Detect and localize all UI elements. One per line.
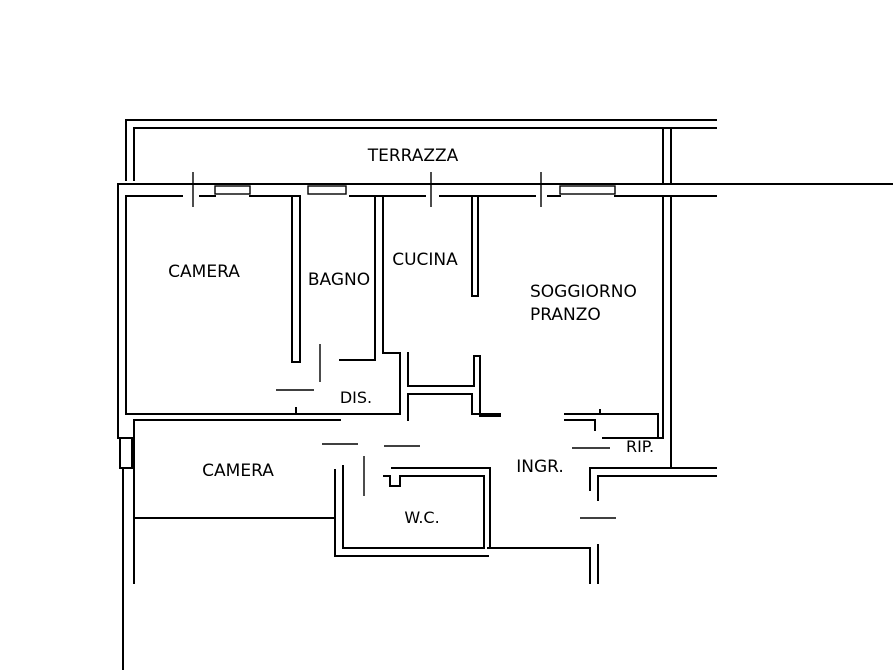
label-dis: DIS.	[340, 388, 372, 407]
window-bagno	[307, 185, 347, 195]
label-soggiorno: SOGGIORNO	[530, 282, 637, 302]
windows	[192, 172, 616, 207]
label-pranzo: PRANZO	[530, 305, 601, 325]
label-rip: RIP.	[626, 437, 654, 456]
window-camera	[214, 185, 251, 195]
label-camera-2: CAMERA	[202, 461, 274, 481]
exterior-walls	[117, 183, 893, 670]
door-marks	[276, 344, 616, 519]
label-wc: W.C.	[404, 508, 439, 527]
label-cucina: CUCINA	[392, 250, 458, 270]
window-soggiorno	[559, 185, 616, 195]
label-bagno: BAGNO	[308, 270, 370, 290]
label-camera-1: CAMERA	[168, 262, 240, 282]
label-terrazza: TERRAZZA	[367, 146, 459, 166]
interior-walls	[119, 195, 717, 584]
terrace-walls	[125, 119, 717, 184]
label-ingr: INGR.	[516, 457, 564, 477]
